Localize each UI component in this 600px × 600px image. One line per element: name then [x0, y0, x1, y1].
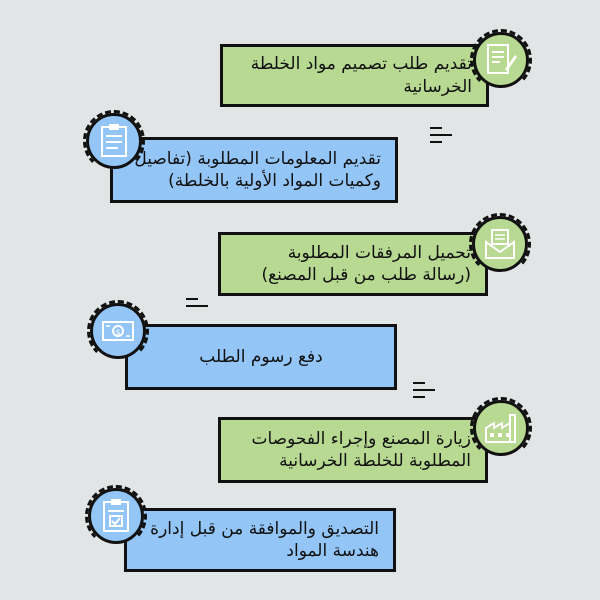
step-4-text: دفع رسوم الطلب	[199, 346, 323, 367]
step-6-box: التصديق والموافقة من قبل إدارة هندسة الم…	[124, 508, 396, 572]
step-2-text: تقديم المعلومات المطلوبة (تفاصيل وكميات …	[134, 148, 381, 191]
connector-dash	[413, 382, 425, 384]
step-2-badge	[83, 110, 145, 172]
document-pen-icon	[487, 44, 517, 74]
step-4-box: دفع رسوم الطلب	[125, 324, 397, 390]
connector-dash	[413, 389, 435, 391]
svg-text:$: $	[115, 328, 120, 337]
step-6-text: التصديق والموافقة من قبل إدارة هندسة الم…	[150, 518, 379, 561]
envelope-letter-icon	[485, 229, 515, 259]
step-4-badge: $	[87, 300, 149, 362]
connector-dash	[430, 134, 452, 136]
step-3-badge	[469, 213, 531, 275]
connector-dash	[430, 127, 442, 129]
factory-icon	[485, 414, 516, 443]
connector-dash	[186, 305, 208, 307]
step-6-badge	[85, 485, 147, 547]
step-3-box: تحميل المرفقات المطلوبة (رسالة طلب من قب…	[218, 232, 488, 296]
connector-dash	[430, 141, 442, 143]
connector-dash	[413, 396, 425, 398]
step-2-box: تقديم المعلومات المطلوبة (تفاصيل وكميات …	[110, 137, 398, 203]
clipboard-list-icon	[101, 124, 127, 157]
step-5-text: زيارة المصنع وإجراء الفحوصات المطلوبة لل…	[251, 428, 471, 471]
connector-dash	[186, 298, 198, 300]
step-1-badge	[470, 29, 532, 91]
clipboard-check-icon	[103, 499, 129, 532]
step-5-badge	[470, 397, 532, 459]
money-bill-icon: $	[102, 321, 134, 341]
step-1-text: تقديم طلب تصميم مواد الخلطة الخرسانية	[250, 54, 472, 97]
step-5-box: زيارة المصنع وإجراء الفحوصات المطلوبة لل…	[218, 417, 488, 483]
step-1-box: تقديم طلب تصميم مواد الخلطة الخرسانية	[220, 44, 489, 107]
step-3-text: تحميل المرفقات المطلوبة (رسالة طلب من قب…	[261, 242, 472, 285]
